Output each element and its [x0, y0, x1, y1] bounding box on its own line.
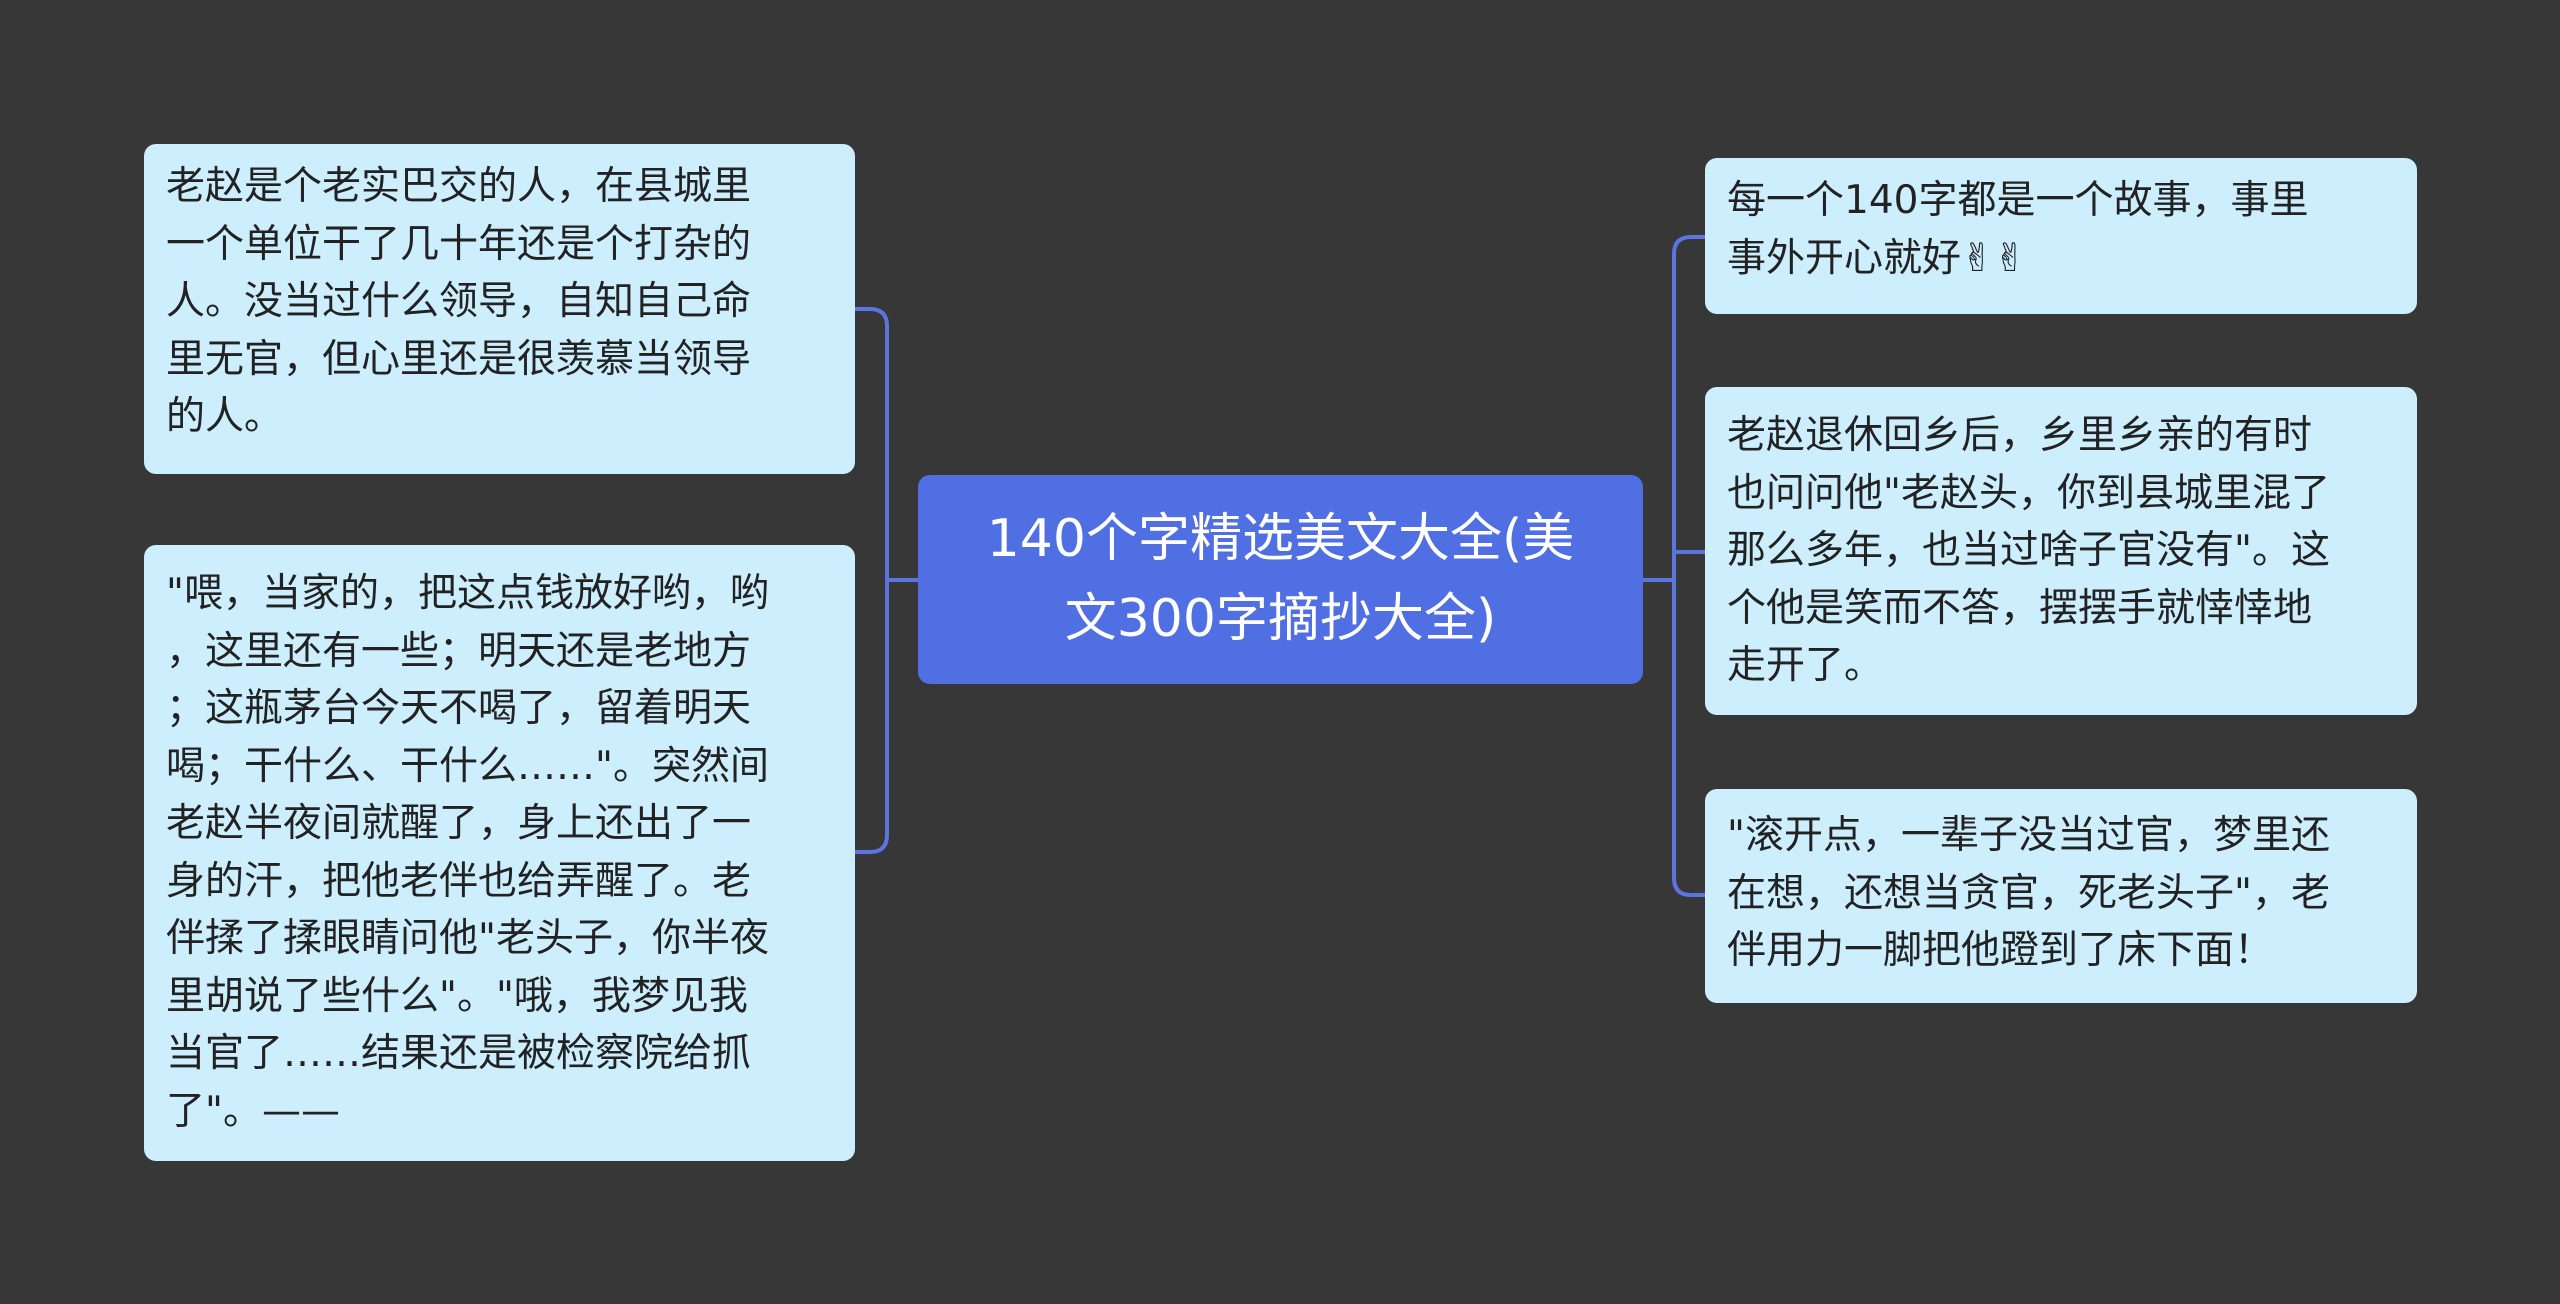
node-text-line: 里胡说了些什么"。"哦，我梦见我 — [166, 973, 748, 1019]
node-text-line: "滚开点，一辈子没当过官，梦里还 — [1727, 813, 2330, 858]
node-text-line: 老赵退休回乡后，乡里乡亲的有时 — [1727, 413, 2313, 458]
node-text-line: 当官了……结果还是被检察院给抓 — [166, 1031, 752, 1076]
node-text-line: 每一个140字都是一个故事，事里 — [1727, 178, 2309, 223]
node-text-line: 里无官，但心里还是很羡慕当领导 — [166, 336, 752, 382]
node-text-line: 伴揉了揉眼睛问他"老头子，你半夜 — [166, 916, 769, 961]
topic-node-right-3[interactable]: "滚开点，一辈子没当过官，梦里还 在想，还想当贪官，死老头子"，老 伴用力一脚把… — [1705, 789, 2417, 1003]
central-topic[interactable]: 140个字精选美文大全(美 文300字摘抄大全) — [918, 475, 1643, 684]
node-text-line: 喝；干什么、干什么……"。突然间 — [166, 743, 769, 789]
node-text-line: 也问问他"老赵头，你到县城里混了 — [1727, 470, 2330, 516]
node-text-line: ；这瓶茅台今天不喝了，留着明天 — [166, 686, 752, 731]
node-text-line: 身的汗，把他老伴也给弄醒了。老 — [166, 858, 752, 904]
node-text-line: 事外开心就好✌✌ — [1727, 235, 2027, 281]
node-text-line: 老赵半夜间就醒了，身上还出了一 — [166, 801, 752, 846]
node-text-line: 在想，还想当贪官，死老头子"，老 — [1727, 870, 2330, 916]
connector-right-1 — [1672, 235, 1705, 897]
node-text-line: 那么多年，也当过啥子官没有"。这 — [1727, 528, 2330, 573]
topic-node-left-2[interactable]: "喂，当家的，把这点钱放好哟，哟 ，这里还有一些；明天还是老地方 ；这瓶茅台今天… — [144, 545, 855, 1161]
node-text-line: 了"。—— — [166, 1088, 340, 1134]
topic-node-left-1[interactable]: 老赵是个老实巴交的人，在县城里 一个单位干了几十年还是个打杂的 人。没当过什么领… — [144, 144, 855, 474]
node-text-line: 一个单位干了几十年还是个打杂的 — [166, 221, 752, 267]
central-topic-line: 140个字精选美文大全(美 — [986, 509, 1575, 569]
node-text-line: ，这里还有一些；明天还是老地方 — [166, 628, 752, 674]
node-text-line: "喂，当家的，把这点钱放好哟，哟 — [166, 571, 769, 616]
topic-node-right-1[interactable]: 每一个140字都是一个故事，事里 事外开心就好✌✌ — [1705, 158, 2417, 314]
node-text-line: 的人。 — [166, 394, 284, 439]
node-text-line: 伴用力一脚把他蹬到了床下面！ — [1727, 928, 2274, 973]
node-text-line: 人。没当过什么领导，自知自己命 — [166, 279, 752, 324]
node-text-line: 个他是笑而不答，摆摆手就悻悻地 — [1727, 585, 2313, 631]
central-topic-line: 文300字摘抄大全) — [1064, 589, 1497, 649]
node-text-line: 老赵是个老实巴交的人，在县城里 — [166, 164, 752, 209]
topic-node-right-2[interactable]: 老赵退休回乡后，乡里乡亲的有时 也问问他"老赵头，你到县城里混了 那么多年，也当… — [1705, 387, 2417, 715]
node-text-line: 走开了。 — [1727, 643, 1884, 688]
connector-left-1 — [855, 307, 889, 854]
